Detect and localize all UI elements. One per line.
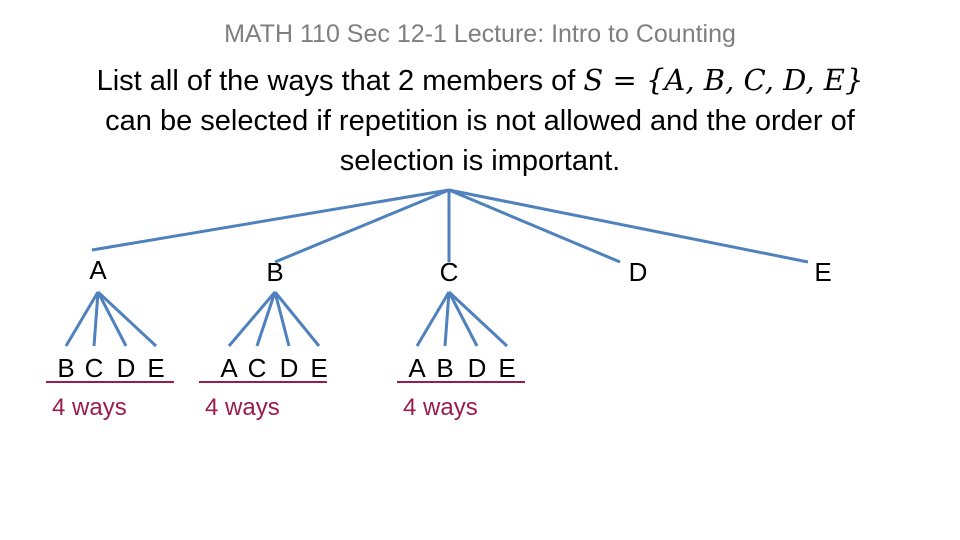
question-line-2: can be selected if repetition is not all… xyxy=(105,105,855,137)
node-a: A xyxy=(89,255,107,285)
branch-c-d xyxy=(447,291,479,347)
node-c: C xyxy=(439,257,459,287)
question-line-1: List all of the ways that 2 members of S… xyxy=(20,60,940,101)
branch-root-d xyxy=(448,188,621,264)
branch-a-e xyxy=(96,290,158,348)
node-d: D xyxy=(628,257,648,287)
question-line-3: selection is important. xyxy=(339,145,621,177)
node-b-d: D xyxy=(279,353,299,383)
question-text: List all of the ways that 2 members of S… xyxy=(20,60,940,181)
branch-a-d xyxy=(96,291,128,347)
node-b-e: E xyxy=(310,353,328,383)
branch-root-a xyxy=(91,188,450,252)
branch-a-b xyxy=(64,291,100,347)
branch-root-b xyxy=(274,188,450,264)
branch-b-a xyxy=(227,291,277,347)
node-c-d: D xyxy=(467,353,487,383)
slide-header: MATH 110 Sec 12-1 Lecture: Intro to Coun… xyxy=(224,20,736,48)
branch-b-e xyxy=(273,291,321,347)
set-notation: S = {A, B, C, D, E} xyxy=(583,63,864,97)
branch-c-a xyxy=(415,291,451,347)
ways-label-a: 4 ways xyxy=(52,394,127,421)
node-a-b: B xyxy=(57,353,75,383)
node-c-e: E xyxy=(498,353,516,383)
ways-label-c: 4 ways xyxy=(403,394,478,421)
node-a-e: E xyxy=(147,353,165,383)
node-b-c: C xyxy=(247,353,267,383)
node-a-d: D xyxy=(116,353,136,383)
branch-root-e xyxy=(448,188,809,264)
branch-a-c xyxy=(92,291,100,347)
branch-b-c xyxy=(255,291,277,347)
node-b-a: A xyxy=(220,353,238,383)
node-e: E xyxy=(814,257,832,287)
node-b: B xyxy=(266,257,284,287)
branch-c-e xyxy=(447,290,509,348)
question-line-1-text: List all of the ways that 2 members of xyxy=(96,65,584,97)
branch-c-b xyxy=(443,291,451,347)
node-c-b: B xyxy=(436,353,454,383)
branch-b-d xyxy=(273,291,291,347)
ways-label-b: 4 ways xyxy=(205,394,280,421)
node-a-c: C xyxy=(84,353,104,383)
node-c-a: A xyxy=(408,353,426,383)
